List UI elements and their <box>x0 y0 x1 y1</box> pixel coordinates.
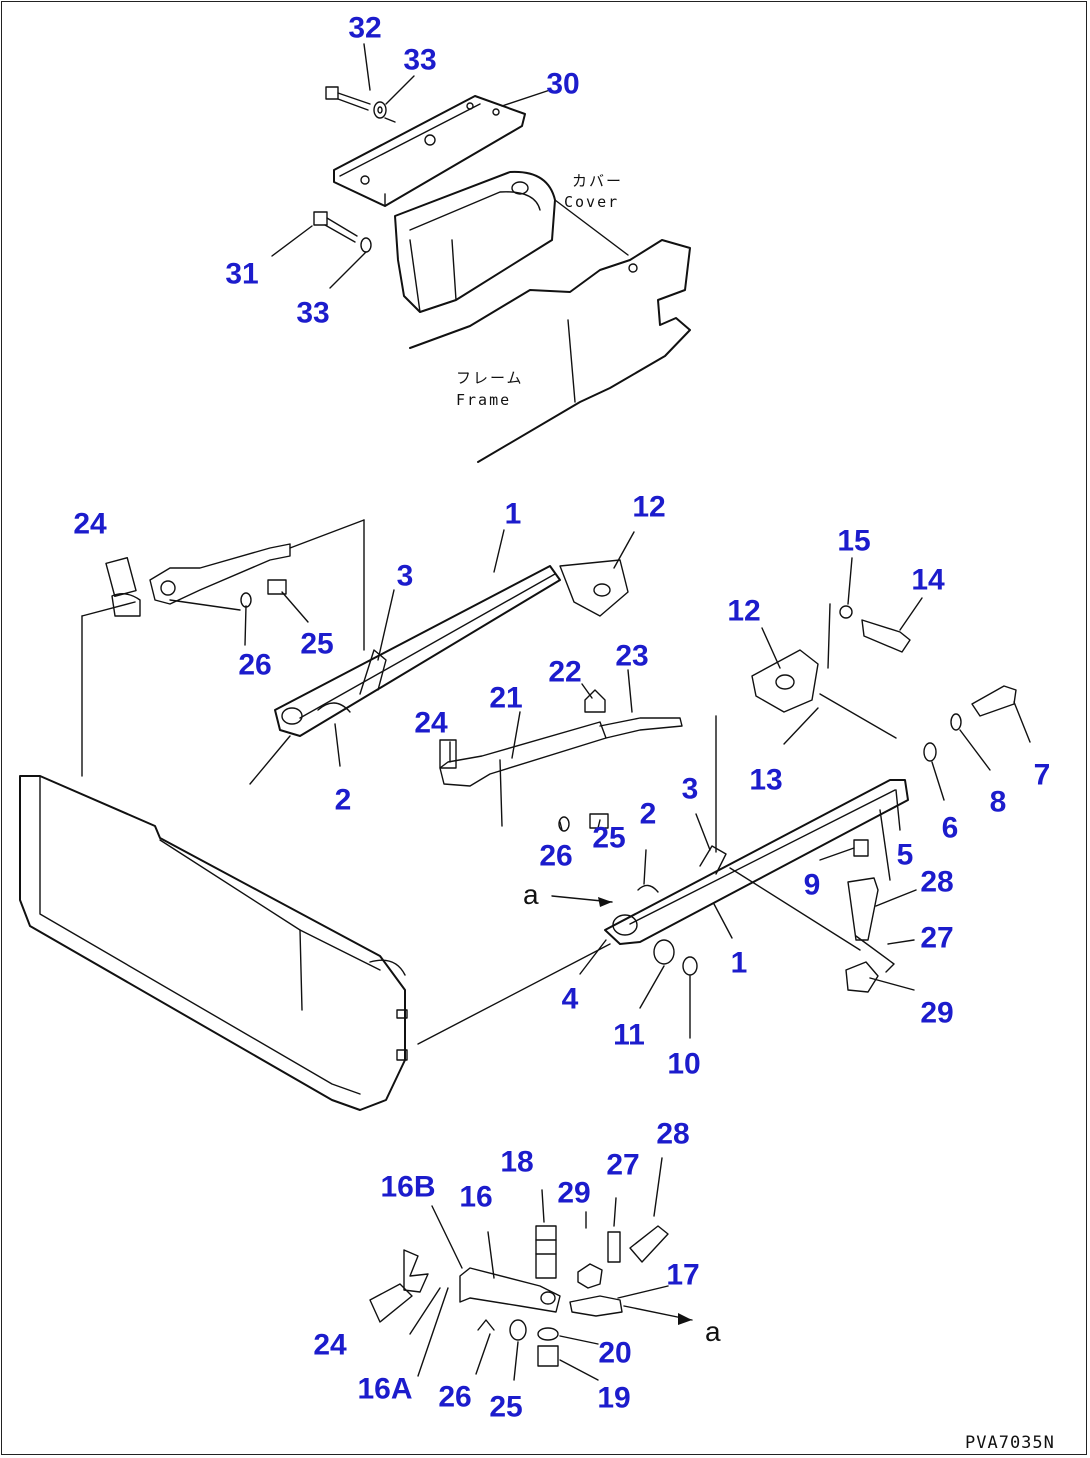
part-number-p24b: 24 <box>414 707 448 740</box>
part-number-p25b: 25 <box>592 822 625 855</box>
part-number-p16: 16 <box>459 1181 492 1214</box>
center-cylinder <box>439 689 717 853</box>
part-number-p16A: 16A <box>357 1373 412 1406</box>
lower-right-fasteners <box>845 839 895 993</box>
frame-label-ja: フレーム <box>456 369 524 387</box>
part-number-p16B: 16B <box>380 1171 435 1204</box>
right-frame <box>417 779 909 1045</box>
part-number-p28b: 28 <box>656 1118 689 1151</box>
blade <box>19 775 408 1111</box>
part-number-p19: 19 <box>597 1382 630 1415</box>
part-number-p26b: 26 <box>539 840 572 873</box>
part-number-p28a: 28 <box>920 866 953 899</box>
view-marker-main: a <box>523 879 539 910</box>
part-number-p14: 14 <box>911 564 945 597</box>
bolt-31 <box>313 211 372 253</box>
drawing-code: PVA7035N <box>965 1433 1055 1453</box>
part-number-p20: 20 <box>598 1337 631 1370</box>
part-number-p9: 9 <box>804 869 821 902</box>
part-number-p24a: 24 <box>73 508 107 541</box>
frame-label-en: Frame <box>456 391 511 409</box>
part-number-p7: 7 <box>1034 759 1051 792</box>
right-bracket <box>751 603 911 739</box>
part-number-p33a: 33 <box>403 44 436 77</box>
cover-label-en: Cover <box>564 193 619 211</box>
view-arrow-a <box>551 895 613 907</box>
part-number-p18: 18 <box>500 1146 533 1179</box>
bushings <box>653 939 698 976</box>
part-number-p12a: 12 <box>632 491 665 524</box>
part-number-p25c: 25 <box>489 1391 522 1424</box>
bolt-32 <box>325 86 387 119</box>
part-number-p10: 10 <box>667 1048 700 1081</box>
part-number-p30: 30 <box>546 68 579 101</box>
view-marker-detail: a <box>705 1316 721 1347</box>
part-number-p12b: 12 <box>727 595 760 628</box>
cover-label-ja: カバー <box>572 172 623 190</box>
part-number-p31: 31 <box>225 258 258 291</box>
part-number-p2a: 2 <box>335 784 352 817</box>
detail-view-a <box>369 1157 693 1381</box>
part-number-p1b: 1 <box>731 947 748 980</box>
part-number-p3b: 3 <box>682 773 699 806</box>
part-number-p22: 22 <box>548 656 581 689</box>
part-number-p2b: 2 <box>640 798 657 831</box>
leader-lines <box>81 43 1031 1039</box>
part-number-p26c: 26 <box>438 1381 471 1414</box>
right-fasteners <box>923 685 1017 762</box>
part-number-p33b: 33 <box>296 297 329 330</box>
part-number-p4: 4 <box>562 983 579 1016</box>
cover-assembly <box>313 86 691 463</box>
part-number-p17: 17 <box>666 1259 699 1292</box>
part-number-p29a: 29 <box>920 997 953 1030</box>
part-number-p26a: 26 <box>238 649 271 682</box>
part-number-p13: 13 <box>749 764 782 797</box>
part-number-p11: 11 <box>613 1019 645 1052</box>
part-number-p23: 23 <box>615 640 648 673</box>
part-number-p29b: 29 <box>557 1177 590 1210</box>
part-number-p25a: 25 <box>300 628 333 661</box>
part-number-p3a: 3 <box>397 560 414 593</box>
part-number-p1a: 1 <box>505 498 522 531</box>
left-frame <box>249 559 629 785</box>
part-number-p15: 15 <box>837 525 870 558</box>
part-number-p24c: 24 <box>313 1329 347 1362</box>
left-lift-cylinder <box>105 543 291 617</box>
part-number-p5: 5 <box>897 839 914 872</box>
part-number-p32: 32 <box>348 12 381 45</box>
part-number-p6: 6 <box>942 812 959 845</box>
part-number-p21: 21 <box>489 682 522 715</box>
part-number-p8: 8 <box>990 786 1007 819</box>
part-number-p27a: 27 <box>920 922 953 955</box>
part-number-p27b: 27 <box>606 1149 639 1182</box>
